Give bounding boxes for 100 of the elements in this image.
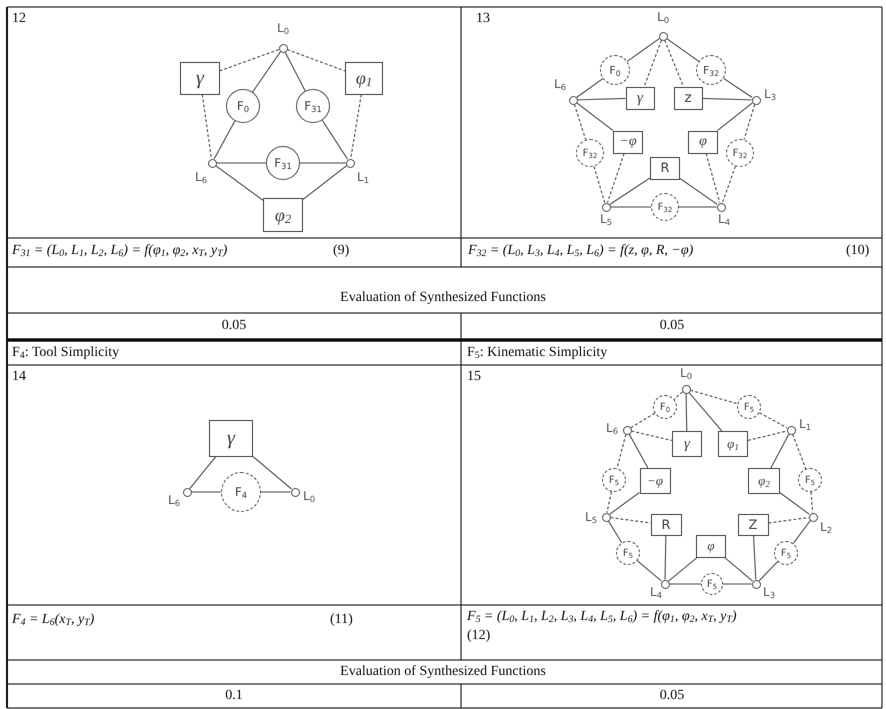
connector-line <box>609 177 650 205</box>
connector-line <box>680 178 718 205</box>
parameter-box <box>209 420 253 456</box>
connector-line <box>300 162 346 164</box>
connector-line <box>576 78 604 98</box>
connector-line <box>252 456 292 490</box>
connector-line <box>644 40 662 87</box>
function-label: F$_{0}$ <box>609 64 621 76</box>
connector-line <box>610 517 651 524</box>
table-text: F$_{5}$: Kinematic Simplicity <box>467 345 608 361</box>
function-circle <box>701 573 723 595</box>
table-text: Evaluation of Synthesized Functions <box>340 664 546 680</box>
equation: F$_{4}$ = L$_{6}$(x$_{T}$, y$_{T}$) <box>12 612 94 628</box>
table-text: Evaluation of Synthesized Functions <box>340 290 546 306</box>
parameter-box <box>180 62 220 94</box>
joint-label: L$_{0}$ <box>657 10 670 24</box>
function-circle <box>726 139 754 167</box>
function-label: F$_{0}$ <box>236 99 250 113</box>
parameter-label: −φ <box>647 473 663 489</box>
connector-line <box>608 520 622 544</box>
parameter-label: φ <box>707 538 715 554</box>
joint-label: L$_{5}$ <box>585 510 598 524</box>
connector-line <box>664 40 684 87</box>
connector-line <box>759 412 788 428</box>
parameter-box <box>718 431 748 457</box>
connector-line <box>780 492 810 515</box>
table-text: (9) <box>333 243 350 259</box>
joint-label: L$_{6}$ <box>195 170 208 184</box>
table-text: 0.1 <box>225 688 243 704</box>
parameter-label: φ <box>699 134 707 150</box>
connector-line <box>609 492 640 515</box>
joint-label: L$_{3}$ <box>763 585 776 599</box>
connector-line <box>792 520 811 544</box>
connector-line <box>664 536 666 580</box>
connector-line <box>753 536 756 580</box>
function-label: F$_{5}$ <box>744 402 754 412</box>
connector-line <box>284 52 306 92</box>
connector-line <box>679 206 716 208</box>
connector-line <box>302 165 347 200</box>
table-text: 12 <box>12 11 26 27</box>
connector-line <box>215 165 264 201</box>
table-text: 13 <box>476 11 490 27</box>
table-text: 14 <box>12 369 26 385</box>
joint-label: L$_{0}$ <box>277 21 290 35</box>
function-label: F$_{0}$ <box>660 402 670 412</box>
connector-line <box>717 102 753 131</box>
function-label: F$_{31}$ <box>274 156 292 170</box>
table-text: (11) <box>330 612 353 628</box>
connector-line <box>630 412 656 428</box>
connector-line <box>706 153 720 203</box>
function-circle <box>600 55 630 85</box>
function-label: F$_{5}$ <box>780 548 792 558</box>
function-circle <box>616 541 640 565</box>
function-circle <box>798 468 822 492</box>
function-circle <box>576 139 604 167</box>
parameter-label: γ <box>196 66 204 90</box>
connector-line <box>593 166 606 203</box>
parameter-label: R <box>660 160 670 176</box>
parameter-box <box>748 468 780 494</box>
function-label: F$_{4}$ <box>234 485 248 499</box>
connector-line <box>792 434 806 469</box>
connector-line <box>770 434 790 468</box>
parameter-box <box>696 534 726 558</box>
connector-line <box>674 392 683 400</box>
connector-line <box>574 104 586 140</box>
connector-line <box>722 166 736 203</box>
table-text: 0.05 <box>660 688 684 704</box>
joint-label: L$_{4}$ <box>718 212 730 226</box>
connector-line <box>744 104 756 140</box>
connector-line <box>723 78 753 98</box>
connector-line <box>261 491 290 493</box>
connector-line <box>666 38 700 62</box>
connector-line <box>702 98 752 100</box>
connector-line <box>724 557 753 582</box>
joint-label: L$_{3}$ <box>764 87 776 101</box>
parameter-box <box>688 130 718 154</box>
connector-line <box>723 583 752 585</box>
connector-line <box>616 434 626 469</box>
joint-label: L$_{6}$ <box>554 77 566 91</box>
parameter-label: γ <box>227 426 235 450</box>
joint-label: L$_{5}$ <box>600 212 612 226</box>
function-label: F$_{5}$ <box>608 474 620 486</box>
function-circle <box>737 395 761 419</box>
function-circle <box>266 146 300 180</box>
parameter-label: Z <box>748 518 758 532</box>
parameter-label: R <box>661 518 671 532</box>
joint-label: L$_{0}$ <box>680 366 692 380</box>
function-label: F$_{31}$ <box>304 99 322 113</box>
joint-label: L$_{1}$ <box>799 417 812 431</box>
connector-line <box>287 49 346 72</box>
parameter-label: γ <box>684 436 690 452</box>
parameter-label: γ <box>637 90 643 106</box>
connector-line <box>628 434 648 468</box>
function-circle <box>696 55 726 85</box>
connector-line <box>688 392 722 432</box>
parameter-box <box>672 431 702 457</box>
connector-line <box>636 560 662 582</box>
connector-line <box>216 162 266 164</box>
connector-line <box>758 561 778 582</box>
function-circle <box>296 89 330 123</box>
